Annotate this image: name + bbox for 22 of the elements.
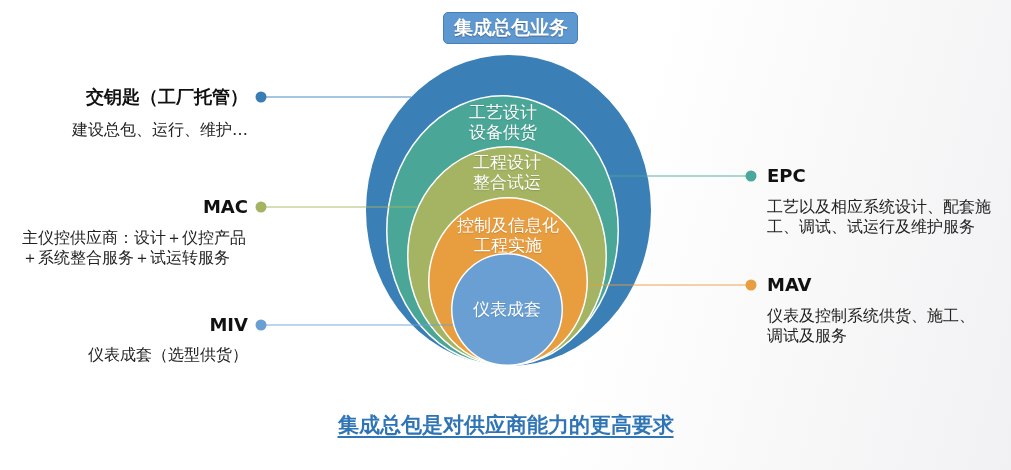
callout-text: 主仪控供应商：设计＋仪控产品＋系统整合服务＋试运转服务 xyxy=(22,228,247,268)
caption: 集成总包是对供应商能力的更高要求 xyxy=(337,413,674,437)
callout-heading: 交钥匙（工厂托管） xyxy=(86,85,248,109)
ellipse-label: 工艺设计 xyxy=(468,103,537,123)
ellipse-label: 仪表成套 xyxy=(473,299,541,320)
callout-text: 工艺以及相应系统设计、配套施工、调试、试运行及维护服务 xyxy=(767,197,992,237)
callout-text: 仪表及控制系统供货、施工、调试及服务 xyxy=(767,306,976,346)
callout-heading: MAV xyxy=(767,273,812,297)
callout-heading: MIV xyxy=(209,313,248,337)
ellipse-label: 控制及信息化工程实施 xyxy=(456,216,560,256)
callout-heading: EPC xyxy=(767,164,806,188)
leader-line xyxy=(255,201,419,213)
title-banner: 集成总包业务 xyxy=(443,12,578,44)
callout-heading: MAC xyxy=(202,195,248,219)
leader-line xyxy=(587,279,757,291)
ellipse-label: 工程设计 xyxy=(473,153,541,173)
leader-line xyxy=(255,91,412,103)
callout-text: 仪表成套（选型供货） xyxy=(88,344,248,366)
ellipse-label: 整合试运 xyxy=(473,173,541,193)
callout-text: 建设总包、运行、维护… xyxy=(72,119,248,141)
leader-line xyxy=(608,170,757,182)
ellipse-label: 设备供货 xyxy=(468,123,537,143)
